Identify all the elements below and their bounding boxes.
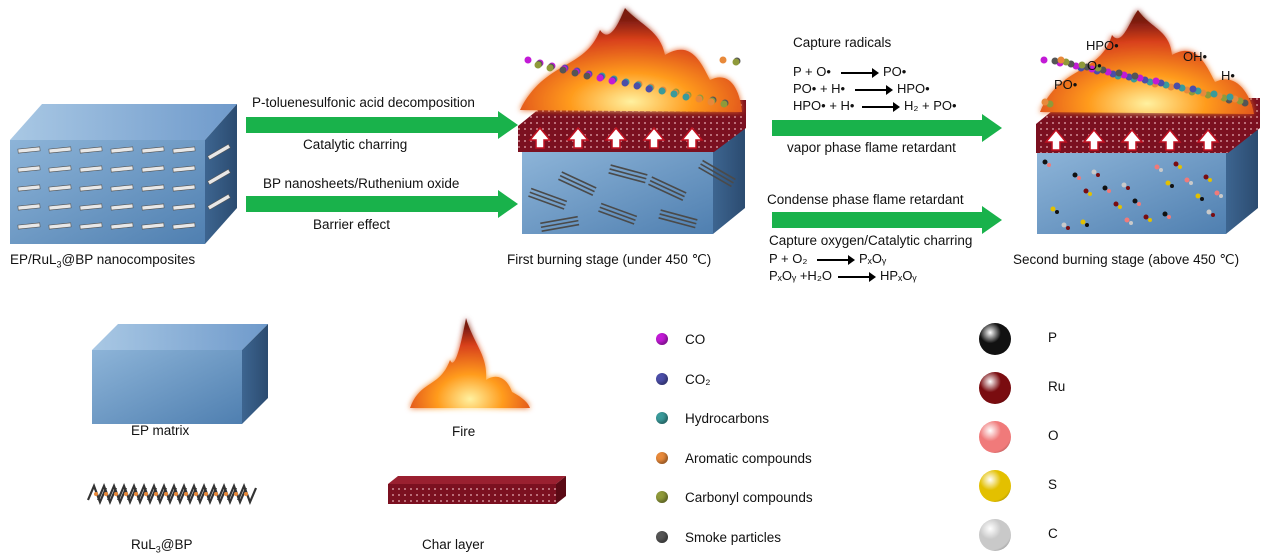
bp-ruthenium-label: BP nanosheets/Ruthenium oxide xyxy=(263,176,460,191)
arrow-barrier xyxy=(246,190,518,218)
legend-ep-matrix-label: EP matrix xyxy=(131,423,190,438)
nanosheet-stack xyxy=(528,159,736,232)
phosphorus-molecules xyxy=(1042,159,1223,230)
second-stage-block xyxy=(1036,10,1260,234)
gas-legend-label: Hydrocarbons xyxy=(685,411,770,426)
reaction-arrow xyxy=(838,272,876,282)
gas-legend-label: Carbonyl compounds xyxy=(685,490,813,505)
arrow-vapor xyxy=(772,114,1002,142)
gas-legend-dot xyxy=(656,530,668,543)
atom-legend-ball xyxy=(979,519,1011,551)
gas-legend-dot xyxy=(656,491,668,503)
radical-h: H• xyxy=(1221,68,1235,83)
second-stage-label: Second burning stage (above 450 ℃) xyxy=(1013,252,1240,267)
legend-fire-label: Fire xyxy=(452,424,476,439)
atom-legend-label: S xyxy=(1048,477,1058,492)
atom-legend-ball xyxy=(979,372,1011,404)
gas-legend-dot xyxy=(656,412,668,424)
fire-flame xyxy=(1040,10,1254,114)
gas-legend-label: CO xyxy=(685,332,706,347)
first-stage-label: First burning stage (under 450 ℃) xyxy=(507,252,712,267)
radical-o: O• xyxy=(1087,58,1102,73)
fire-flame xyxy=(520,8,742,112)
equation-rhs: PO• xyxy=(883,64,907,79)
atom-legend-ball xyxy=(979,421,1011,453)
gas-particles xyxy=(1040,56,1249,108)
reaction-arrow xyxy=(862,102,900,112)
gas-legend-label: CO₂ xyxy=(685,371,711,387)
atom-legend-label: P xyxy=(1048,330,1058,345)
atom-legend-label: Ru xyxy=(1048,379,1066,394)
reaction-arrow xyxy=(817,255,855,265)
vapor-phase-label: vapor phase flame retardant xyxy=(787,140,956,155)
equation-rhs: PₓOᵧ xyxy=(859,251,887,266)
gas-legend-label: Aromatic compounds xyxy=(685,450,812,466)
gas-particles xyxy=(524,56,741,108)
char-arrows xyxy=(1044,128,1220,151)
radical-po: PO• xyxy=(1054,77,1078,92)
equation-rhs: HPₓOᵧ xyxy=(880,268,917,283)
nanocomposite-block xyxy=(10,104,237,244)
equation-rhs: HPO• xyxy=(897,81,930,96)
condense-phase-label: Condense phase flame retardant xyxy=(767,192,964,207)
nanocomposite-label: EP/RuL3@BP nanocomposites xyxy=(10,252,196,270)
atom-legend-ball xyxy=(979,470,1011,502)
radical-oh: OH• xyxy=(1183,49,1208,64)
equation-lhs: PO• + H• xyxy=(793,81,846,96)
reaction-arrow xyxy=(855,85,893,95)
barrier-effect-label: Barrier effect xyxy=(313,217,391,232)
arrow-condense xyxy=(772,206,1002,234)
nanosheet-pattern xyxy=(17,143,231,230)
first-stage-block xyxy=(518,8,746,234)
atom-legend-label: O xyxy=(1048,428,1059,443)
equation-lhs: PₓOᵧ +H₂O xyxy=(769,268,832,283)
capture-oxygen-label: Capture oxygen/Catalytic charring xyxy=(769,233,973,248)
equation-rhs: H₂ + PO• xyxy=(904,98,957,113)
capture-radicals-label: Capture radicals xyxy=(793,35,892,50)
legend-fire-icon xyxy=(410,318,530,408)
equation-lhs: P + O₂ xyxy=(769,251,808,266)
char-arrows xyxy=(528,126,704,149)
reaction-arrow xyxy=(841,68,879,78)
gas-legend-dot xyxy=(656,333,668,345)
legend-char-layer-label: Char layer xyxy=(422,537,485,552)
atom-legend-label: C xyxy=(1048,526,1058,541)
catalytic-charring-label: Catalytic charring xyxy=(303,137,408,152)
radical-hpo: HPO• xyxy=(1086,38,1119,53)
legend-rul3bp-label: RuL3@BP xyxy=(131,537,193,555)
equation-lhs: P + O• xyxy=(793,64,831,79)
legend-rul3bp-sheet xyxy=(86,483,258,505)
gas-legend-label: Smoke particles xyxy=(685,529,782,545)
legend-ep-matrix-block xyxy=(92,324,268,424)
equation-lhs: HPO• + H• xyxy=(793,98,855,113)
atom-legend-ball xyxy=(979,323,1011,355)
legend-char-layer xyxy=(388,476,566,504)
gas-legend-dot xyxy=(656,372,668,385)
gas-legend-dot xyxy=(656,451,668,464)
decomposition-label: P-toluenesulfonic acid decomposition xyxy=(252,95,475,110)
arrow-decomposition xyxy=(246,111,518,139)
